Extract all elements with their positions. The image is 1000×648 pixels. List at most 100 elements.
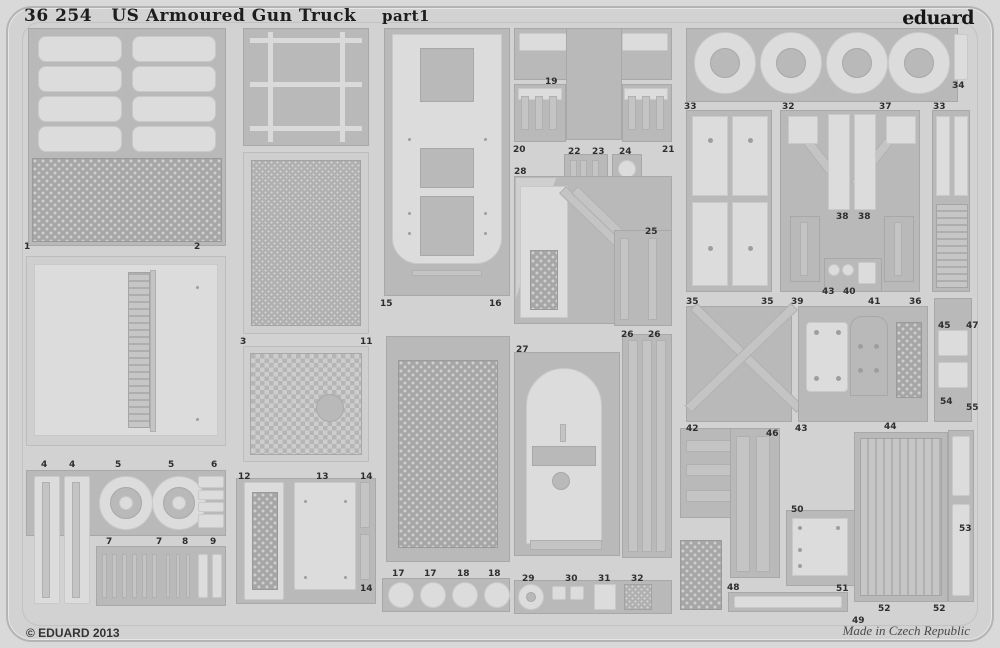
part-29-disc <box>518 584 544 610</box>
part-3-hinge-strip <box>128 272 150 428</box>
part-number-label: 35 <box>761 297 774 307</box>
part-number-label: 7 <box>106 537 113 547</box>
product-name: US Armoured Gun Truck <box>111 6 357 26</box>
rivet-dot <box>304 500 307 503</box>
part-number-label: 43 <box>822 287 835 297</box>
part-number-label: 48 <box>727 583 740 593</box>
rivet-dot <box>196 286 199 289</box>
rivet-dot <box>836 376 841 381</box>
part-number-label: 44 <box>884 422 897 432</box>
louver-slot <box>38 66 122 92</box>
part-7-pin <box>112 554 117 598</box>
part-19-slot <box>622 33 668 51</box>
rivet-dot <box>798 526 802 530</box>
part-15-window-lower <box>420 196 474 256</box>
part-number-label: 42 <box>686 424 699 434</box>
louver-slot <box>38 126 122 152</box>
part-21-prong <box>642 96 650 130</box>
part-number-label: 24 <box>619 147 632 157</box>
rivet-dot <box>196 418 199 421</box>
part-number-label: 12 <box>238 472 251 482</box>
part-number-label: 55 <box>966 403 979 413</box>
long-rail <box>656 340 666 552</box>
part-38-strip <box>828 114 850 210</box>
rivet-dot <box>798 564 802 568</box>
part-number-label: 32 <box>782 102 795 112</box>
part-48-mesh <box>680 540 722 610</box>
part-number-label: 15 <box>380 299 393 309</box>
part-number-label: 22 <box>568 147 581 157</box>
rivet-dot <box>814 376 819 381</box>
part-number-label: 28 <box>514 167 527 177</box>
part-4-rail <box>42 482 50 598</box>
part-12-mesh <box>252 492 278 590</box>
part-number-label: 41 <box>868 297 881 307</box>
part-designation: part1 <box>381 7 430 25</box>
part-number-label: 26 <box>648 330 661 340</box>
part-number-label: 38 <box>858 212 871 222</box>
part-number-label: 21 <box>662 145 675 155</box>
part-number-label: 2 <box>194 242 201 252</box>
part-number-label: 50 <box>791 505 804 515</box>
part-number-label: 37 <box>879 102 892 112</box>
rivet-dot <box>798 548 802 552</box>
rivet-dot <box>304 576 307 579</box>
part-number-label: 54 <box>940 397 953 407</box>
part-14-strip <box>360 534 370 580</box>
rivet-dot <box>408 212 411 215</box>
part-43-disc <box>828 264 840 276</box>
long-rail <box>642 340 652 552</box>
part-number-label: 36 <box>909 297 922 307</box>
rivet-dot <box>874 368 879 373</box>
part-7-pin <box>102 554 107 598</box>
part-number-label: 11 <box>360 337 373 347</box>
brand-logo: eduard <box>902 7 974 29</box>
part-number-label: 51 <box>836 584 849 594</box>
part-8-clip <box>176 554 180 598</box>
part-number-label: 17 <box>392 569 405 579</box>
rivet-dot <box>858 368 863 373</box>
part-number-label: 14 <box>360 472 373 482</box>
part-number-label: 47 <box>966 321 979 331</box>
part-4-rail <box>72 482 80 598</box>
part-number-label: 16 <box>489 299 502 309</box>
part-number-label: 3 <box>240 337 247 347</box>
part-number-label: 18 <box>457 569 470 579</box>
arch-part-knob <box>552 472 570 490</box>
part-number-label: 52 <box>878 604 891 614</box>
part-18-disc <box>452 582 478 608</box>
part-6-plate <box>198 502 224 512</box>
part-32-mesh <box>624 584 652 610</box>
part-number-label: 20 <box>513 145 526 155</box>
part-7-pin <box>142 554 147 598</box>
part-50-rail <box>736 436 750 572</box>
part-47-strip <box>954 116 968 196</box>
part-49-inner <box>734 596 842 608</box>
copyright-text: © EDUARD 2013 <box>26 626 120 640</box>
louver-slot <box>132 126 216 152</box>
hatch-hole <box>748 138 753 143</box>
part-number-label: 40 <box>843 287 856 297</box>
part-16-lip <box>412 270 482 276</box>
copyright-notice: © EDUARD 2013 <box>26 626 120 640</box>
part-18-disc <box>484 582 510 608</box>
louver-slot <box>132 66 216 92</box>
part-number-label: 26 <box>621 330 634 340</box>
part-17-disc <box>420 582 446 608</box>
hatch-hole <box>708 138 713 143</box>
part-7-pin <box>132 554 137 598</box>
rivet-dot <box>408 138 411 141</box>
part-number-label: 34 <box>952 81 965 91</box>
part-46-body <box>850 316 888 396</box>
arch-part-band <box>532 446 596 466</box>
part-26-rail <box>648 238 657 320</box>
part-19-slot <box>519 33 567 51</box>
part-43-plate <box>806 322 848 392</box>
part-number-label: 5 <box>168 460 175 470</box>
part-35-hatch <box>692 116 728 196</box>
part-6-plate <box>198 514 224 528</box>
part-30-square <box>570 586 584 600</box>
part-number-label: 6 <box>211 460 218 470</box>
page-title: 36 254 US Armoured Gun Truck part1 <box>24 6 430 26</box>
part-number-label: 31 <box>598 574 611 584</box>
